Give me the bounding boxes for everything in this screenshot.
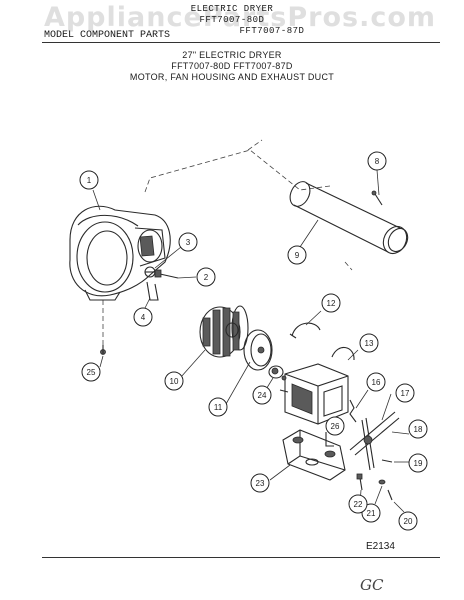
callout-9: 9: [287, 245, 307, 265]
clamp-part: [144, 266, 156, 278]
dash-line-duct-2: [247, 139, 263, 151]
callout-23: 23: [250, 473, 270, 493]
screw-part-19: [381, 459, 393, 463]
blower-wheel-part: [199, 305, 249, 358]
callout-11-label: 11: [214, 403, 223, 412]
mount-clip-part: [325, 432, 334, 447]
callout-25: 25: [81, 362, 101, 382]
callout-3: 3: [178, 232, 198, 252]
callout-10-label: 10: [170, 377, 179, 386]
callout-21: 21: [361, 503, 381, 523]
callout-24-label: 24: [258, 391, 267, 400]
screw-part-20: [387, 489, 393, 501]
callout-12: 12: [321, 293, 341, 313]
idler-arm-part: [349, 411, 400, 471]
motor-clip-upper-part: [289, 322, 321, 339]
callout-18-label: 18: [414, 425, 423, 434]
leader-1: [92, 189, 101, 211]
leader-8: [376, 169, 380, 196]
callout-21-label: 21: [367, 509, 376, 518]
leader-25: [99, 355, 104, 368]
leader-17: [381, 393, 392, 421]
header-model-2: FFT7007-87D: [239, 26, 305, 36]
callout-18: 18: [408, 419, 428, 439]
bolt-part: [154, 269, 179, 279]
callout-20: 20: [398, 511, 418, 531]
callout-22-label: 22: [354, 500, 363, 509]
diagram-title: 27" ELECTRIC DRYER: [182, 50, 282, 60]
exhaust-duct-part: [289, 181, 409, 255]
screw-part-8: [371, 190, 383, 206]
bracket-part: [146, 281, 159, 301]
callout-11: 11: [208, 397, 228, 417]
callout-4-label: 4: [141, 313, 146, 322]
leader-12: [305, 310, 322, 326]
watermark: AppliancePartsPros.com: [43, 2, 437, 33]
pin-part: [356, 473, 363, 491]
diagram-code: E2134: [366, 541, 395, 552]
callout-3-label: 3: [186, 238, 191, 247]
leader-9: [299, 219, 319, 248]
header-rule: [42, 42, 440, 43]
dash-line-clip: [344, 261, 353, 271]
callout-20-label: 20: [404, 517, 413, 526]
leader-18: [391, 431, 410, 435]
callout-13-label: 13: [365, 339, 374, 348]
pulley-part: [243, 329, 273, 371]
handwritten-note: GC: [360, 576, 384, 594]
diagram-subtitle: MOTOR, FAN HOUSING AND EXHAUST DUCT: [129, 72, 335, 82]
callout-24: 24: [252, 385, 272, 405]
coupling-part: [268, 365, 284, 379]
callout-1-label: 1: [87, 176, 92, 185]
leader-3: [154, 246, 182, 269]
callout-26-label: 26: [331, 422, 340, 431]
callout-8-label: 8: [375, 157, 380, 166]
leader-13: [347, 349, 359, 361]
callout-12-label: 12: [327, 299, 336, 308]
dash-line-duct: [144, 149, 331, 193]
callout-16-label: 16: [372, 378, 381, 387]
callout-19: 19: [408, 453, 428, 473]
callout-17-label: 17: [401, 389, 410, 398]
callout-13: 13: [359, 333, 379, 353]
leader-10: [180, 349, 206, 378]
callout-8: 8: [367, 151, 387, 171]
footer-rule: [42, 557, 440, 558]
callout-22: 22: [348, 494, 368, 514]
leader-16: [355, 389, 369, 409]
screw-part-25: [100, 345, 106, 355]
header-product: ELECTRIC DRYER: [190, 4, 274, 14]
callout-19-label: 19: [414, 459, 423, 468]
callout-2: 2: [196, 267, 216, 287]
motor-strap-part: [331, 347, 355, 361]
callout-23-label: 23: [256, 479, 265, 488]
callout-17: 17: [395, 383, 415, 403]
header-model-1: FFT7007-80D: [199, 15, 265, 25]
callout-9-label: 9: [295, 251, 300, 260]
model-component-label: MODEL COMPONENT PARTS: [44, 30, 171, 41]
drive-motor-part: [279, 363, 349, 425]
idler-spring-part: [349, 399, 357, 423]
callout-25-label: 25: [87, 368, 96, 377]
leader-2: [177, 276, 197, 279]
fan-housing-part: [69, 205, 171, 301]
callout-26: 26: [325, 416, 345, 436]
leader-23: [269, 464, 291, 481]
diagram-models: FFT7007-80D FFT7007-87D: [171, 61, 293, 71]
callout-4: 4: [133, 307, 153, 327]
callout-16: 16: [366, 372, 386, 392]
callout-1: 1: [79, 170, 99, 190]
leader-21: [374, 485, 383, 505]
leader-4: [144, 297, 151, 309]
leader-11: [225, 361, 251, 405]
callout-10: 10: [164, 371, 184, 391]
washer-part: [378, 479, 386, 485]
motor-mount-bracket-part: [282, 429, 346, 481]
callout-2-label: 2: [204, 273, 209, 282]
leader-20: [393, 501, 405, 513]
